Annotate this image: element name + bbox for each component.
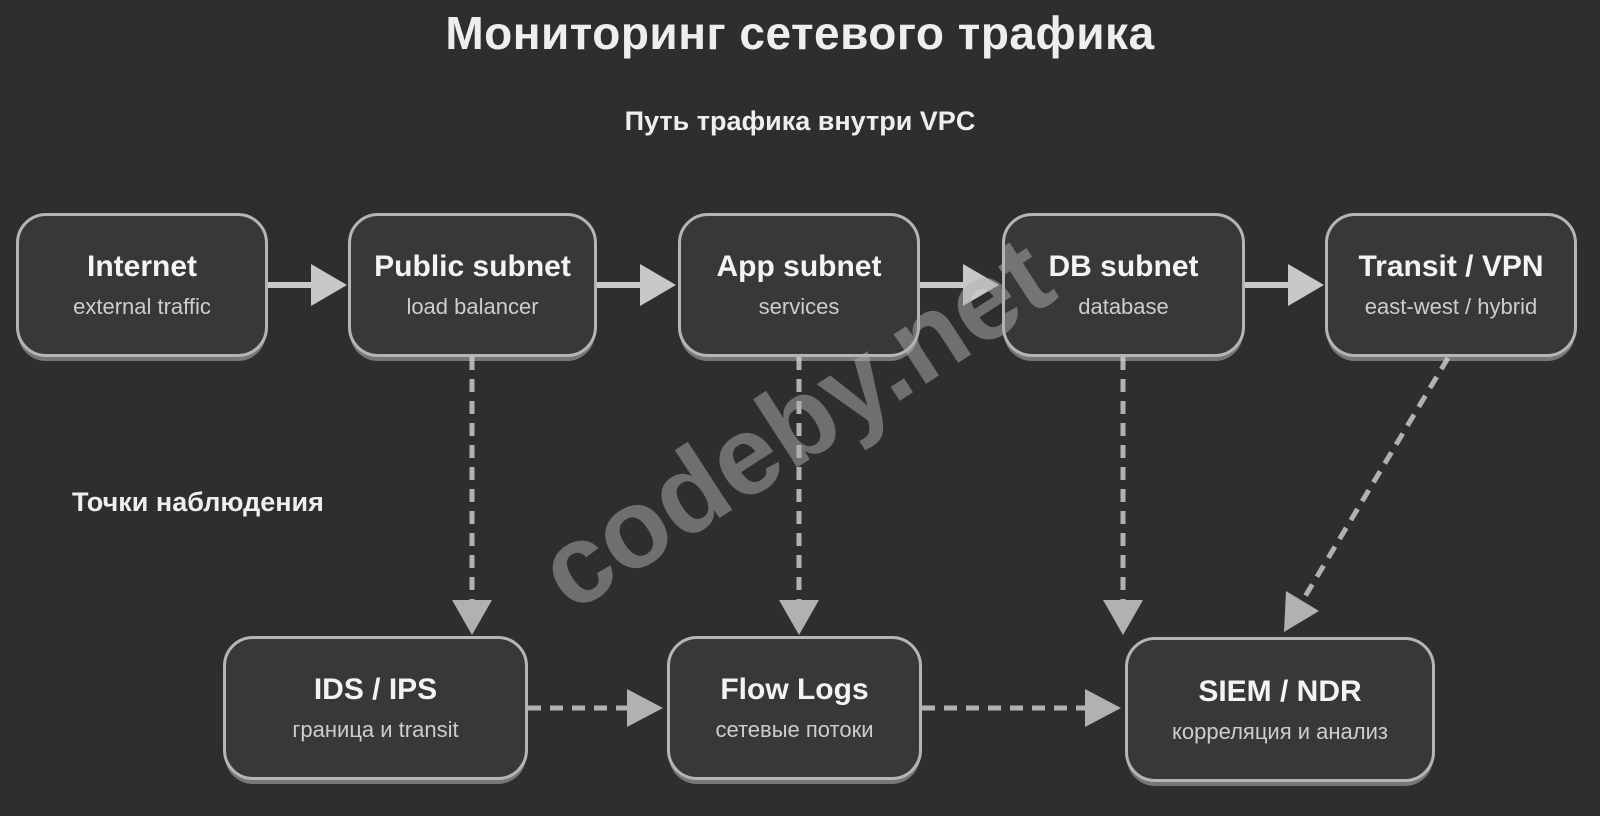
arrow-transit-to-siem — [1284, 356, 1451, 632]
node-ids-ips: IDS / IPS граница и transit — [223, 636, 528, 780]
node-subtitle: корреляция и анализ — [1172, 718, 1388, 744]
page-title: Мониторинг сетевого трафика — [445, 7, 1155, 59]
arrow-public-to-app — [597, 264, 676, 306]
node-title: Transit / VPN — [1358, 250, 1544, 283]
arrow-db-to-transit — [1245, 264, 1324, 306]
node-title: IDS / IPS — [313, 673, 438, 706]
node-title: SIEM / NDR — [1198, 674, 1362, 708]
arrow-app-to-db — [920, 264, 999, 306]
node-db-subnet: DB subnet database — [1002, 213, 1245, 357]
arrow-flowlogs-to-siem — [922, 689, 1121, 727]
arrow-internet-to-public — [268, 264, 347, 306]
node-flow-logs: Flow Logs сетевые потоки — [667, 636, 922, 780]
node-siem-ndr: SIEM / NDR корреляция и анализ — [1125, 637, 1435, 782]
node-public-subnet: Public subnet load balancer — [348, 213, 597, 357]
node-app-subnet: App subnet services — [678, 213, 920, 357]
section-label-observation-points: Точки наблюдения — [72, 487, 324, 517]
node-subtitle: load balancer — [406, 294, 539, 319]
arrow-public-to-ids — [452, 357, 492, 635]
node-title: App subnet — [716, 250, 882, 283]
node-title: DB subnet — [1048, 250, 1199, 283]
node-subtitle: database — [1078, 294, 1169, 319]
arrow-app-to-flowlogs — [779, 357, 819, 635]
arrow-ids-to-flowlogs — [528, 689, 663, 727]
node-subtitle: граница и transit — [292, 717, 459, 742]
arrow-db-to-siem — [1103, 357, 1143, 635]
node-internet: Internet external traffic — [16, 213, 268, 357]
node-subtitle: east-west / hybrid — [1364, 294, 1538, 319]
node-subtitle: external traffic — [73, 294, 211, 319]
node-title: Internet — [86, 250, 197, 283]
node-subtitle: сетевые потоки — [715, 717, 874, 742]
node-title: Flow Logs — [720, 673, 869, 706]
node-subtitle: services — [758, 294, 840, 319]
page-subtitle: Путь трафика внутри VPC — [624, 106, 976, 136]
node-title: Public subnet — [374, 250, 571, 283]
node-transit-vpn: Transit / VPN east-west / hybrid — [1325, 213, 1577, 357]
